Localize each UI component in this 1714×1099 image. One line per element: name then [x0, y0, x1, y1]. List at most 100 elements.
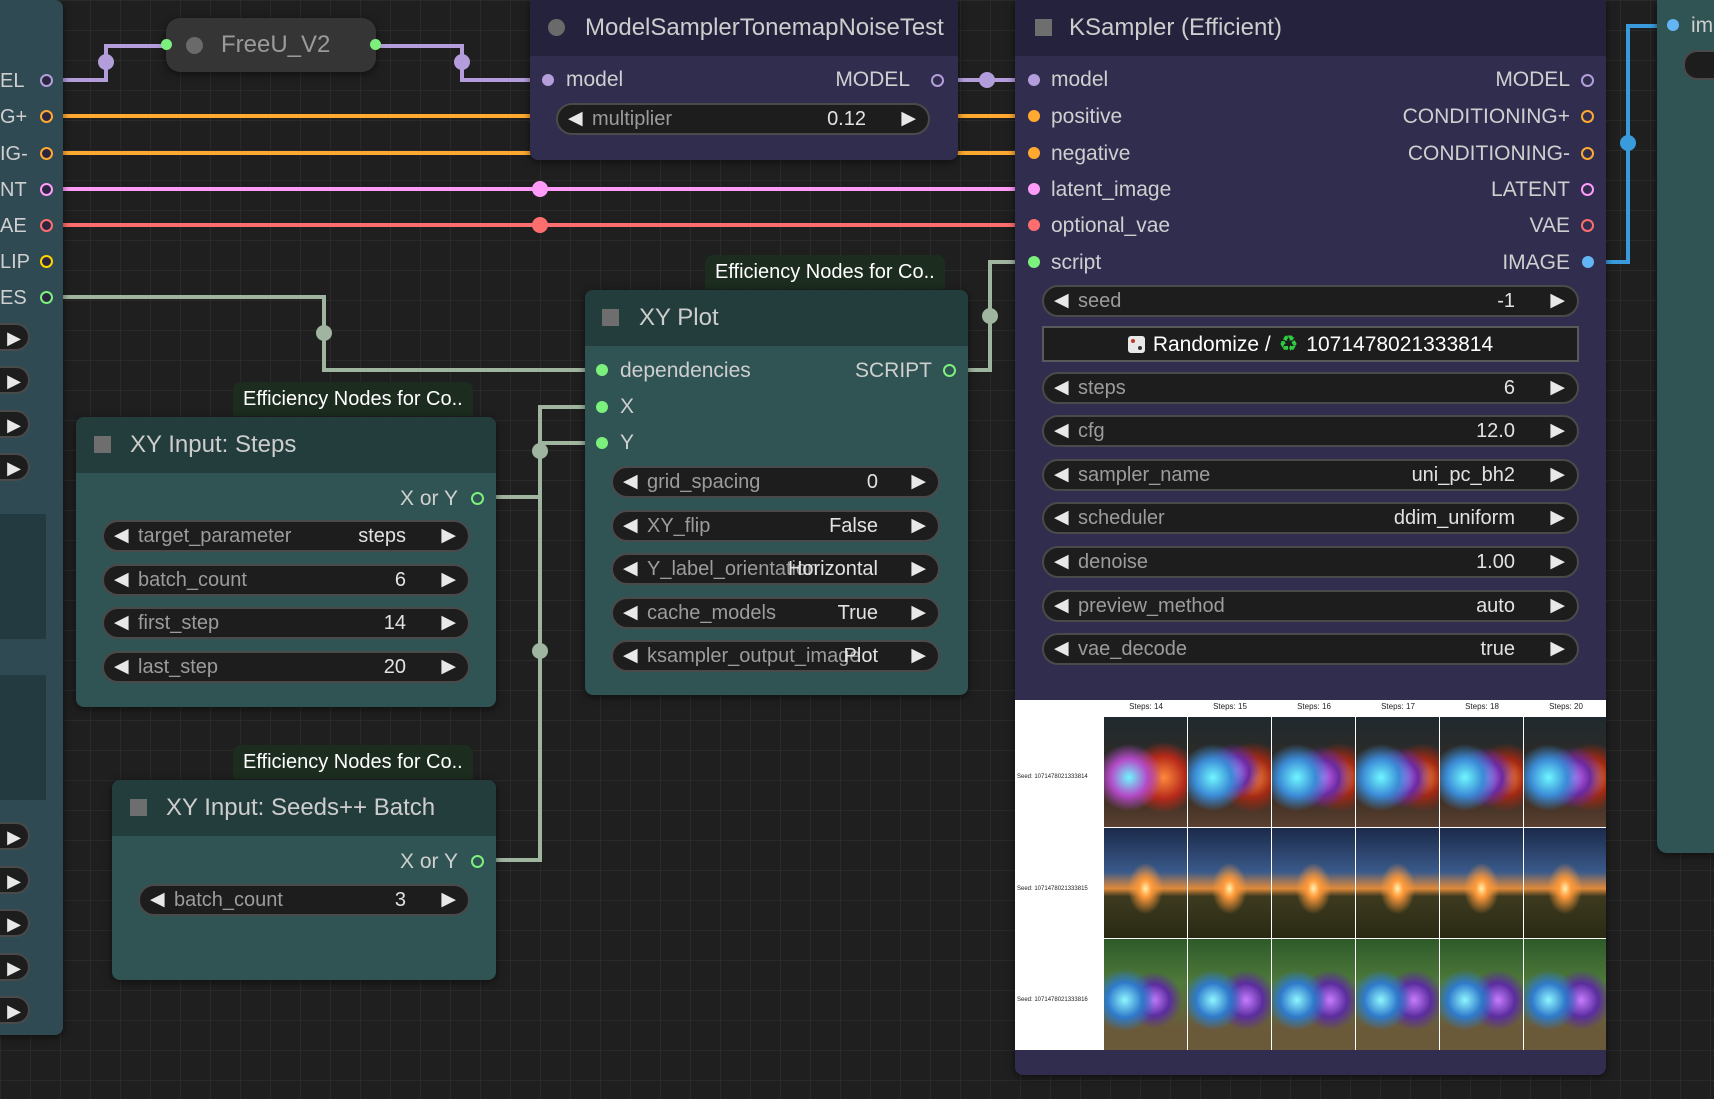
- ksampler-output-pin[interactable]: [1581, 147, 1594, 160]
- left-output-pin[interactable]: [40, 291, 53, 304]
- increment-arrow[interactable]: ▶: [441, 656, 456, 677]
- ksampler-output-image-widget[interactable]: ◀ ksampler_output_image Plot ▶: [611, 640, 940, 672]
- decrement-arrow[interactable]: ◀: [623, 471, 638, 492]
- decrement-arrow[interactable]: ◀: [1054, 507, 1069, 528]
- left-output-pin[interactable]: [40, 219, 53, 232]
- left-text-area[interactable]: [0, 675, 46, 800]
- node-collapse-icon[interactable]: [94, 436, 111, 453]
- left-partial-node[interactable]: EL G+ IG- NT AE LIP ES ▶ ▶ ▶ ▶ ▶ ▶ ▶ ▶ ▶: [0, 0, 63, 1035]
- increment-arrow[interactable]: ▶: [911, 515, 926, 536]
- ksampler-output-pin[interactable]: [1581, 110, 1594, 123]
- ksampler-efficient-node[interactable]: KSampler (Efficient) model positive nega…: [1015, 0, 1606, 1075]
- freeu-node[interactable]: FreeU_V2: [161, 18, 381, 72]
- increment-arrow[interactable]: ▶: [441, 612, 456, 633]
- left-widget-arrow[interactable]: ▶: [0, 453, 30, 481]
- right-node-widget[interactable]: [1683, 50, 1714, 80]
- batch-count-widget[interactable]: ◀ batch_count 3 ▶: [138, 884, 470, 916]
- xy-output-pin[interactable]: [471, 855, 484, 868]
- ksampler-input-pin[interactable]: [1028, 74, 1040, 86]
- ksampler-input-pin[interactable]: [1028, 183, 1040, 195]
- left-output-pin[interactable]: [40, 110, 53, 123]
- decrement-arrow[interactable]: ◀: [1054, 638, 1069, 659]
- first-step-widget[interactable]: ◀ first_step 14 ▶: [102, 607, 470, 639]
- decrement-arrow[interactable]: ◀: [1054, 377, 1069, 398]
- image-input-pin[interactable]: [1667, 19, 1679, 31]
- left-output-pin[interactable]: [40, 74, 53, 87]
- ksampler-input-pin[interactable]: [1028, 256, 1040, 268]
- vae-decode-widget[interactable]: ◀ vae_decode true ▶: [1042, 633, 1579, 665]
- decrement-arrow[interactable]: ◀: [114, 612, 129, 633]
- increment-arrow[interactable]: ▶: [911, 602, 926, 623]
- freeu-input-pin[interactable]: [161, 39, 172, 50]
- left-widget-arrow[interactable]: ▶: [0, 953, 30, 981]
- xy-plot-node[interactable]: XY Plot dependencies SCRIPT X Y ◀ grid_s…: [585, 290, 968, 695]
- target-parameter-widget[interactable]: ◀ target_parameter steps ▶: [102, 520, 470, 552]
- denoise-widget[interactable]: ◀ denoise 1.00 ▶: [1042, 546, 1579, 578]
- xy-output-pin[interactable]: [471, 492, 484, 505]
- increment-arrow[interactable]: ▶: [1550, 551, 1565, 572]
- node-collapse-icon[interactable]: [130, 799, 147, 816]
- decrement-arrow[interactable]: ◀: [623, 645, 638, 666]
- increment-arrow[interactable]: ▶: [441, 889, 456, 910]
- decrement-arrow[interactable]: ◀: [623, 558, 638, 579]
- decrement-arrow[interactable]: ◀: [1054, 290, 1069, 311]
- ksampler-input-pin[interactable]: [1028, 147, 1040, 159]
- increment-arrow[interactable]: ▶: [1550, 638, 1565, 659]
- increment-arrow[interactable]: ▶: [1550, 595, 1565, 616]
- decrement-arrow[interactable]: ◀: [114, 656, 129, 677]
- steps-widget[interactable]: ◀ steps 6 ▶: [1042, 372, 1579, 404]
- increment-arrow[interactable]: ▶: [911, 645, 926, 666]
- freeu-output-pin[interactable]: [370, 39, 381, 50]
- increment-arrow[interactable]: ▶: [1550, 420, 1565, 441]
- left-output-pin[interactable]: [40, 255, 53, 268]
- increment-arrow[interactable]: ▶: [441, 569, 456, 590]
- decrement-arrow[interactable]: ◀: [623, 515, 638, 536]
- cache-models-widget[interactable]: ◀ cache_models True ▶: [611, 597, 940, 629]
- xy-input-seeds-batch-node[interactable]: XY Input: Seeds++ Batch X or Y ◀ batch_c…: [112, 780, 496, 980]
- left-output-pin[interactable]: [40, 147, 53, 160]
- seed-widget[interactable]: ◀ seed -1 ▶: [1042, 285, 1579, 317]
- ksampler-output-pin[interactable]: [1581, 183, 1594, 196]
- y-input-pin[interactable]: [596, 437, 608, 449]
- decrement-arrow[interactable]: ◀: [1054, 551, 1069, 572]
- grid-spacing-widget[interactable]: ◀ grid_spacing 0 ▶: [611, 466, 940, 498]
- xy-input-steps-node[interactable]: XY Input: Steps X or Y ◀ target_paramete…: [76, 417, 496, 707]
- decrement-arrow[interactable]: ◀: [1054, 595, 1069, 616]
- left-widget-arrow[interactable]: ▶: [0, 866, 30, 894]
- left-widget-arrow[interactable]: ▶: [0, 996, 30, 1024]
- ksampler-input-pin[interactable]: [1028, 219, 1040, 231]
- right-partial-node[interactable]: im: [1657, 0, 1714, 853]
- ksampler-input-pin[interactable]: [1028, 110, 1040, 122]
- increment-arrow[interactable]: ▶: [911, 471, 926, 492]
- increment-arrow[interactable]: ▶: [1550, 377, 1565, 398]
- ksampler-output-pin[interactable]: [1582, 256, 1594, 268]
- y-label-orientation-widget[interactable]: ◀ Y_label_orientation Horizontal ▶: [611, 553, 940, 585]
- increment-arrow[interactable]: ▶: [1550, 507, 1565, 528]
- decrement-arrow[interactable]: ◀: [114, 525, 129, 546]
- node-collapse-icon[interactable]: [602, 309, 619, 326]
- model-input-pin[interactable]: [542, 74, 554, 86]
- node-collapse-icon[interactable]: [1035, 19, 1052, 36]
- left-output-pin[interactable]: [40, 183, 53, 196]
- decrement-arrow[interactable]: ◀: [114, 569, 129, 590]
- left-text-area[interactable]: [0, 514, 46, 639]
- decrement-arrow[interactable]: ◀: [1054, 420, 1069, 441]
- sampler-name-widget[interactable]: ◀ sampler_name uni_pc_bh2 ▶: [1042, 459, 1579, 491]
- left-widget-arrow[interactable]: ▶: [0, 909, 30, 937]
- model-sampler-tonemap-node[interactable]: ModelSamplerTonemapNoiseTest model MODEL…: [530, 0, 958, 160]
- multiplier-widget[interactable]: ◀ multiplier 0.12 ▶: [556, 103, 930, 135]
- left-widget-arrow[interactable]: ▶: [0, 323, 30, 351]
- left-widget-arrow[interactable]: ▶: [0, 410, 30, 438]
- script-output-pin[interactable]: [943, 364, 956, 377]
- batch-count-widget[interactable]: ◀ batch_count 6 ▶: [102, 564, 470, 596]
- scheduler-widget[interactable]: ◀ scheduler ddim_uniform ▶: [1042, 502, 1579, 534]
- last-step-widget[interactable]: ◀ last_step 20 ▶: [102, 651, 470, 683]
- preview-method-widget[interactable]: ◀ preview_method auto ▶: [1042, 590, 1579, 622]
- increment-arrow[interactable]: ▶: [441, 525, 456, 546]
- increment-arrow[interactable]: ▶: [1550, 464, 1565, 485]
- ksampler-output-pin[interactable]: [1581, 219, 1594, 232]
- randomize-seed-button[interactable]: Randomize / ♻1071478021333814: [1042, 326, 1579, 362]
- increment-arrow[interactable]: ▶: [1550, 290, 1565, 311]
- decrement-arrow[interactable]: ◀: [568, 108, 583, 129]
- increment-arrow[interactable]: ▶: [911, 558, 926, 579]
